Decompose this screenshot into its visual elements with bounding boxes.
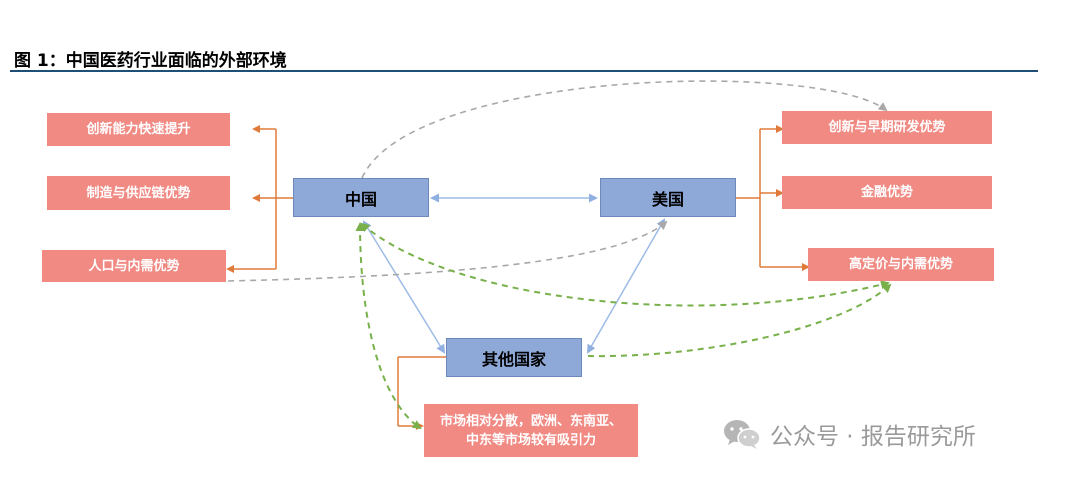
china-advantage-manufacturing: 制造与供应链优势 xyxy=(47,176,230,210)
arc-china-population-to-usa xyxy=(227,220,668,282)
country-usa: 美国 xyxy=(600,178,736,217)
usa-advantage-innovation: 创新与早期研发优势 xyxy=(782,111,992,144)
arc-china-others-market xyxy=(355,222,422,430)
arc-china-to-usa-innovation xyxy=(361,80,888,179)
arc-others-usa-pricing xyxy=(587,283,892,358)
country-china: 中国 xyxy=(293,178,429,217)
china-bracket xyxy=(226,125,293,273)
wechat-icon xyxy=(724,420,761,449)
title-rule xyxy=(10,70,1038,72)
others-advantage: 市场相对分散，欧洲、东南亚、中东等市场较有吸引力 xyxy=(424,404,638,457)
china-advantage-innovation: 创新能力快速提升 xyxy=(47,113,230,146)
china-advantage-population: 人口与内需优势 xyxy=(42,250,226,282)
usa-advantage-pricing: 高定价与内需优势 xyxy=(808,248,994,281)
watermark: 公众号 · 报告研究所 xyxy=(722,418,976,450)
country-others: 其他国家 xyxy=(446,338,582,377)
figure-title: 图 1：中国医药行业面临的外部环境 xyxy=(14,51,287,71)
watermark-text: 公众号 · 报告研究所 xyxy=(770,424,976,450)
usa-advantage-finance: 金融优势 xyxy=(782,176,992,209)
arrow-usa-others xyxy=(587,218,665,354)
arrow-china-others xyxy=(362,220,446,354)
